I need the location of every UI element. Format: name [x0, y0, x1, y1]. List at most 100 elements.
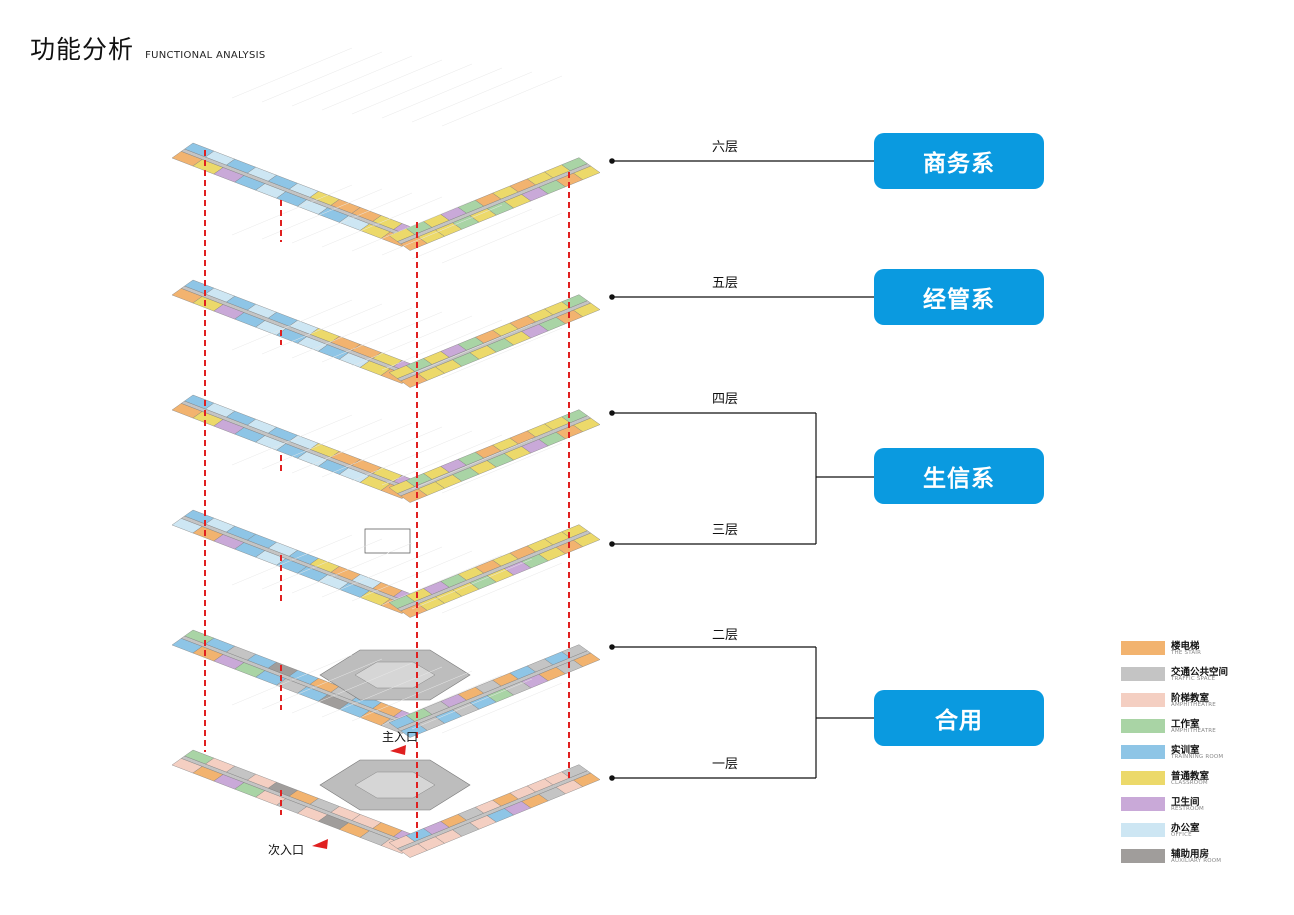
slab-grid-line: [411, 208, 533, 260]
legend-sublabel: AMPHITHEATRE: [1171, 728, 1216, 734]
slab-grid-line: [351, 670, 473, 722]
slab-grid-line: [441, 212, 563, 264]
legend-sublabel: CLASSROOM: [1171, 780, 1208, 786]
legend-label: 楼电梯: [1171, 641, 1200, 652]
legend-label: 阶梯教室: [1171, 693, 1210, 704]
slab-grid-line: [291, 55, 413, 107]
legend-label: 辅助用房: [1171, 849, 1210, 860]
slab-grid-line: [351, 200, 473, 252]
room: [573, 165, 601, 180]
slab-grid-line: [321, 546, 443, 598]
floor-label-4: 四层: [712, 392, 739, 407]
room: [561, 409, 588, 423]
slab-grid-line: [291, 192, 413, 244]
void-opening: [364, 528, 411, 554]
atrium: [354, 771, 436, 799]
room: [573, 532, 601, 547]
legend-swatch: [1121, 771, 1165, 785]
slab-grid-line: [231, 184, 353, 236]
legend-label: 实训室: [1171, 745, 1200, 756]
slab-grid-line: [411, 558, 533, 610]
slab-grid-line: [411, 71, 533, 123]
slab-grid-line: [291, 422, 413, 474]
legend-swatch: [1121, 797, 1165, 811]
corridor: [180, 400, 416, 493]
slab-grid-line: [321, 426, 443, 478]
slab-grid-line: [261, 51, 383, 103]
slab-grid-line: [441, 562, 563, 614]
slab-grid-line: [231, 414, 353, 466]
slab-grid-line: [381, 674, 503, 726]
floor-label-6: 六层: [712, 140, 739, 155]
legend-label: 普通教室: [1171, 771, 1210, 782]
corridor: [396, 415, 592, 497]
legend-swatch: [1121, 667, 1165, 681]
secondary-entrance-arrow: [312, 839, 328, 849]
corridor: [396, 530, 592, 612]
slab-grid-line: [441, 75, 563, 127]
corridor: [180, 285, 416, 378]
slab-grid-line: [351, 550, 473, 602]
legend-swatch: [1121, 719, 1165, 733]
legend-swatch: [1121, 745, 1165, 759]
slab-grid-line: [231, 299, 353, 351]
slab-grid-line: [321, 196, 443, 248]
legend-label: 卫生间: [1171, 797, 1200, 808]
slab-grid-line: [291, 662, 413, 714]
legend-sublabel: TRAFFIC SPACE: [1171, 676, 1216, 682]
slab-grid-line: [381, 319, 503, 371]
legend-swatch: [1121, 641, 1165, 655]
slab-grid-line: [351, 430, 473, 482]
slab-grid-line: [411, 438, 533, 490]
room: [561, 157, 588, 171]
title-chinese: 功能分析: [30, 35, 135, 64]
slab-grid-line: [231, 534, 353, 586]
slab-grid-line: [441, 442, 563, 494]
slab-grid-line: [321, 59, 443, 111]
department-badge-shared: 合用: [874, 690, 1044, 746]
slab-grid-line: [381, 204, 503, 256]
slab-grid-line: [441, 327, 563, 379]
legend-sublabel: TRAINNING ROOM: [1171, 754, 1224, 760]
room: [573, 302, 601, 317]
legend-label: 办公室: [1171, 823, 1200, 834]
legend-sublabel: OFFICE: [1171, 832, 1192, 838]
slab-grid-line: [351, 315, 473, 367]
page-title: 功能分析 FUNCTIONAL ANALYSIS: [30, 30, 266, 66]
slab-grid-line: [441, 682, 563, 734]
legend-sublabel: THE STAIR: [1171, 650, 1202, 656]
room: [573, 652, 601, 667]
floor-label-1: 一层: [712, 757, 739, 772]
slab-grid-line: [351, 63, 473, 115]
department-badge-bioinfo: 生信系: [874, 448, 1044, 504]
title-english: FUNCTIONAL ANALYSIS: [145, 50, 266, 61]
atrium: [354, 661, 436, 689]
legend-swatch: [1121, 693, 1165, 707]
department-badge-management: 经管系: [874, 269, 1044, 325]
slab-grid-line: [381, 67, 503, 119]
legend-swatch: [1121, 849, 1165, 863]
slab-grid-line: [411, 323, 533, 375]
legend-sublabel: AMPHITHEATRE: [1171, 702, 1216, 708]
slab-grid-line: [411, 678, 533, 730]
room: [573, 772, 601, 787]
corridor: [396, 300, 592, 382]
slab-grid-line: [291, 307, 413, 359]
slab-grid-line: [321, 666, 443, 718]
slab-grid-line: [381, 434, 503, 486]
slab-grid-line: [231, 47, 353, 99]
slab-grid-line: [291, 542, 413, 594]
floor-label-2: 二层: [712, 628, 739, 643]
department-badge-business: 商务系: [874, 133, 1044, 189]
slab-grid-line: [261, 303, 383, 355]
legend-sublabel: AUXILIARY ROOM: [1171, 858, 1222, 864]
legend-swatch: [1121, 823, 1165, 837]
slab-grid-line: [381, 554, 503, 606]
main-entrance-label: 主入口: [382, 730, 419, 744]
corridor: [180, 148, 416, 241]
room: [573, 417, 601, 432]
corridor: [396, 163, 592, 245]
legend-label: 工作室: [1171, 719, 1200, 730]
floor-label-3: 三层: [712, 523, 739, 538]
